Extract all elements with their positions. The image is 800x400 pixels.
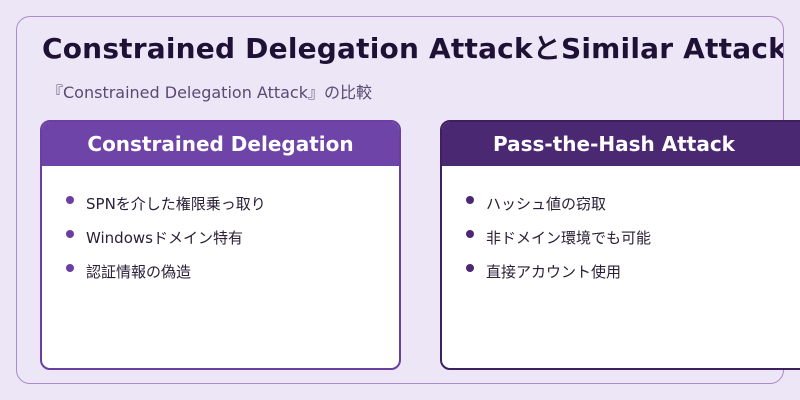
bullet-icon [466, 196, 474, 204]
bullet-icon [66, 264, 74, 272]
bullet-icon [66, 196, 74, 204]
card-feature-list: ハッシュ値の窃取 非ドメイン環境でも可能 直接アカウント使用 [442, 166, 800, 288]
card-header-label: Constrained Delegation [87, 132, 354, 156]
list-item: Windowsドメイン特有 [66, 220, 399, 254]
bullet-icon [466, 264, 474, 272]
list-item: 非ドメイン環境でも可能 [466, 220, 800, 254]
list-item-text: ハッシュ値の窃取 [486, 194, 607, 213]
card-header-label: Pass-the-Hash Attack [493, 132, 735, 156]
list-item: SPNを介した権限乗っ取り [66, 186, 399, 220]
bullet-icon [466, 230, 474, 238]
list-item: 直接アカウント使用 [466, 254, 800, 288]
list-item-text: 認証情報の偽造 [86, 262, 192, 281]
bullet-icon [66, 230, 74, 238]
list-item-text: 直接アカウント使用 [486, 262, 622, 281]
list-item-text: SPNを介した権限乗っ取り [86, 194, 266, 213]
list-item: 認証情報の偽造 [66, 254, 399, 288]
slide-title: Constrained Delegation AttackとSimilar At… [42, 32, 783, 65]
card-header: Constrained Delegation [42, 122, 399, 166]
comparison-card-pass-the-hash: Pass-the-Hash Attack ハッシュ値の窃取 非ドメイン環境でも可… [440, 120, 800, 370]
list-item: ハッシュ値の窃取 [466, 186, 800, 220]
comparison-card-constrained-delegation: Constrained Delegation SPNを介した権限乗っ取り Win… [40, 120, 401, 370]
card-feature-list: SPNを介した権限乗っ取り Windowsドメイン特有 認証情報の偽造 [42, 166, 399, 288]
slide-subtitle: 『Constrained Delegation Attack』の比較 [47, 83, 372, 102]
list-item-text: Windowsドメイン特有 [86, 228, 243, 247]
card-header: Pass-the-Hash Attack [442, 122, 800, 166]
list-item-text: 非ドメイン環境でも可能 [486, 228, 652, 247]
